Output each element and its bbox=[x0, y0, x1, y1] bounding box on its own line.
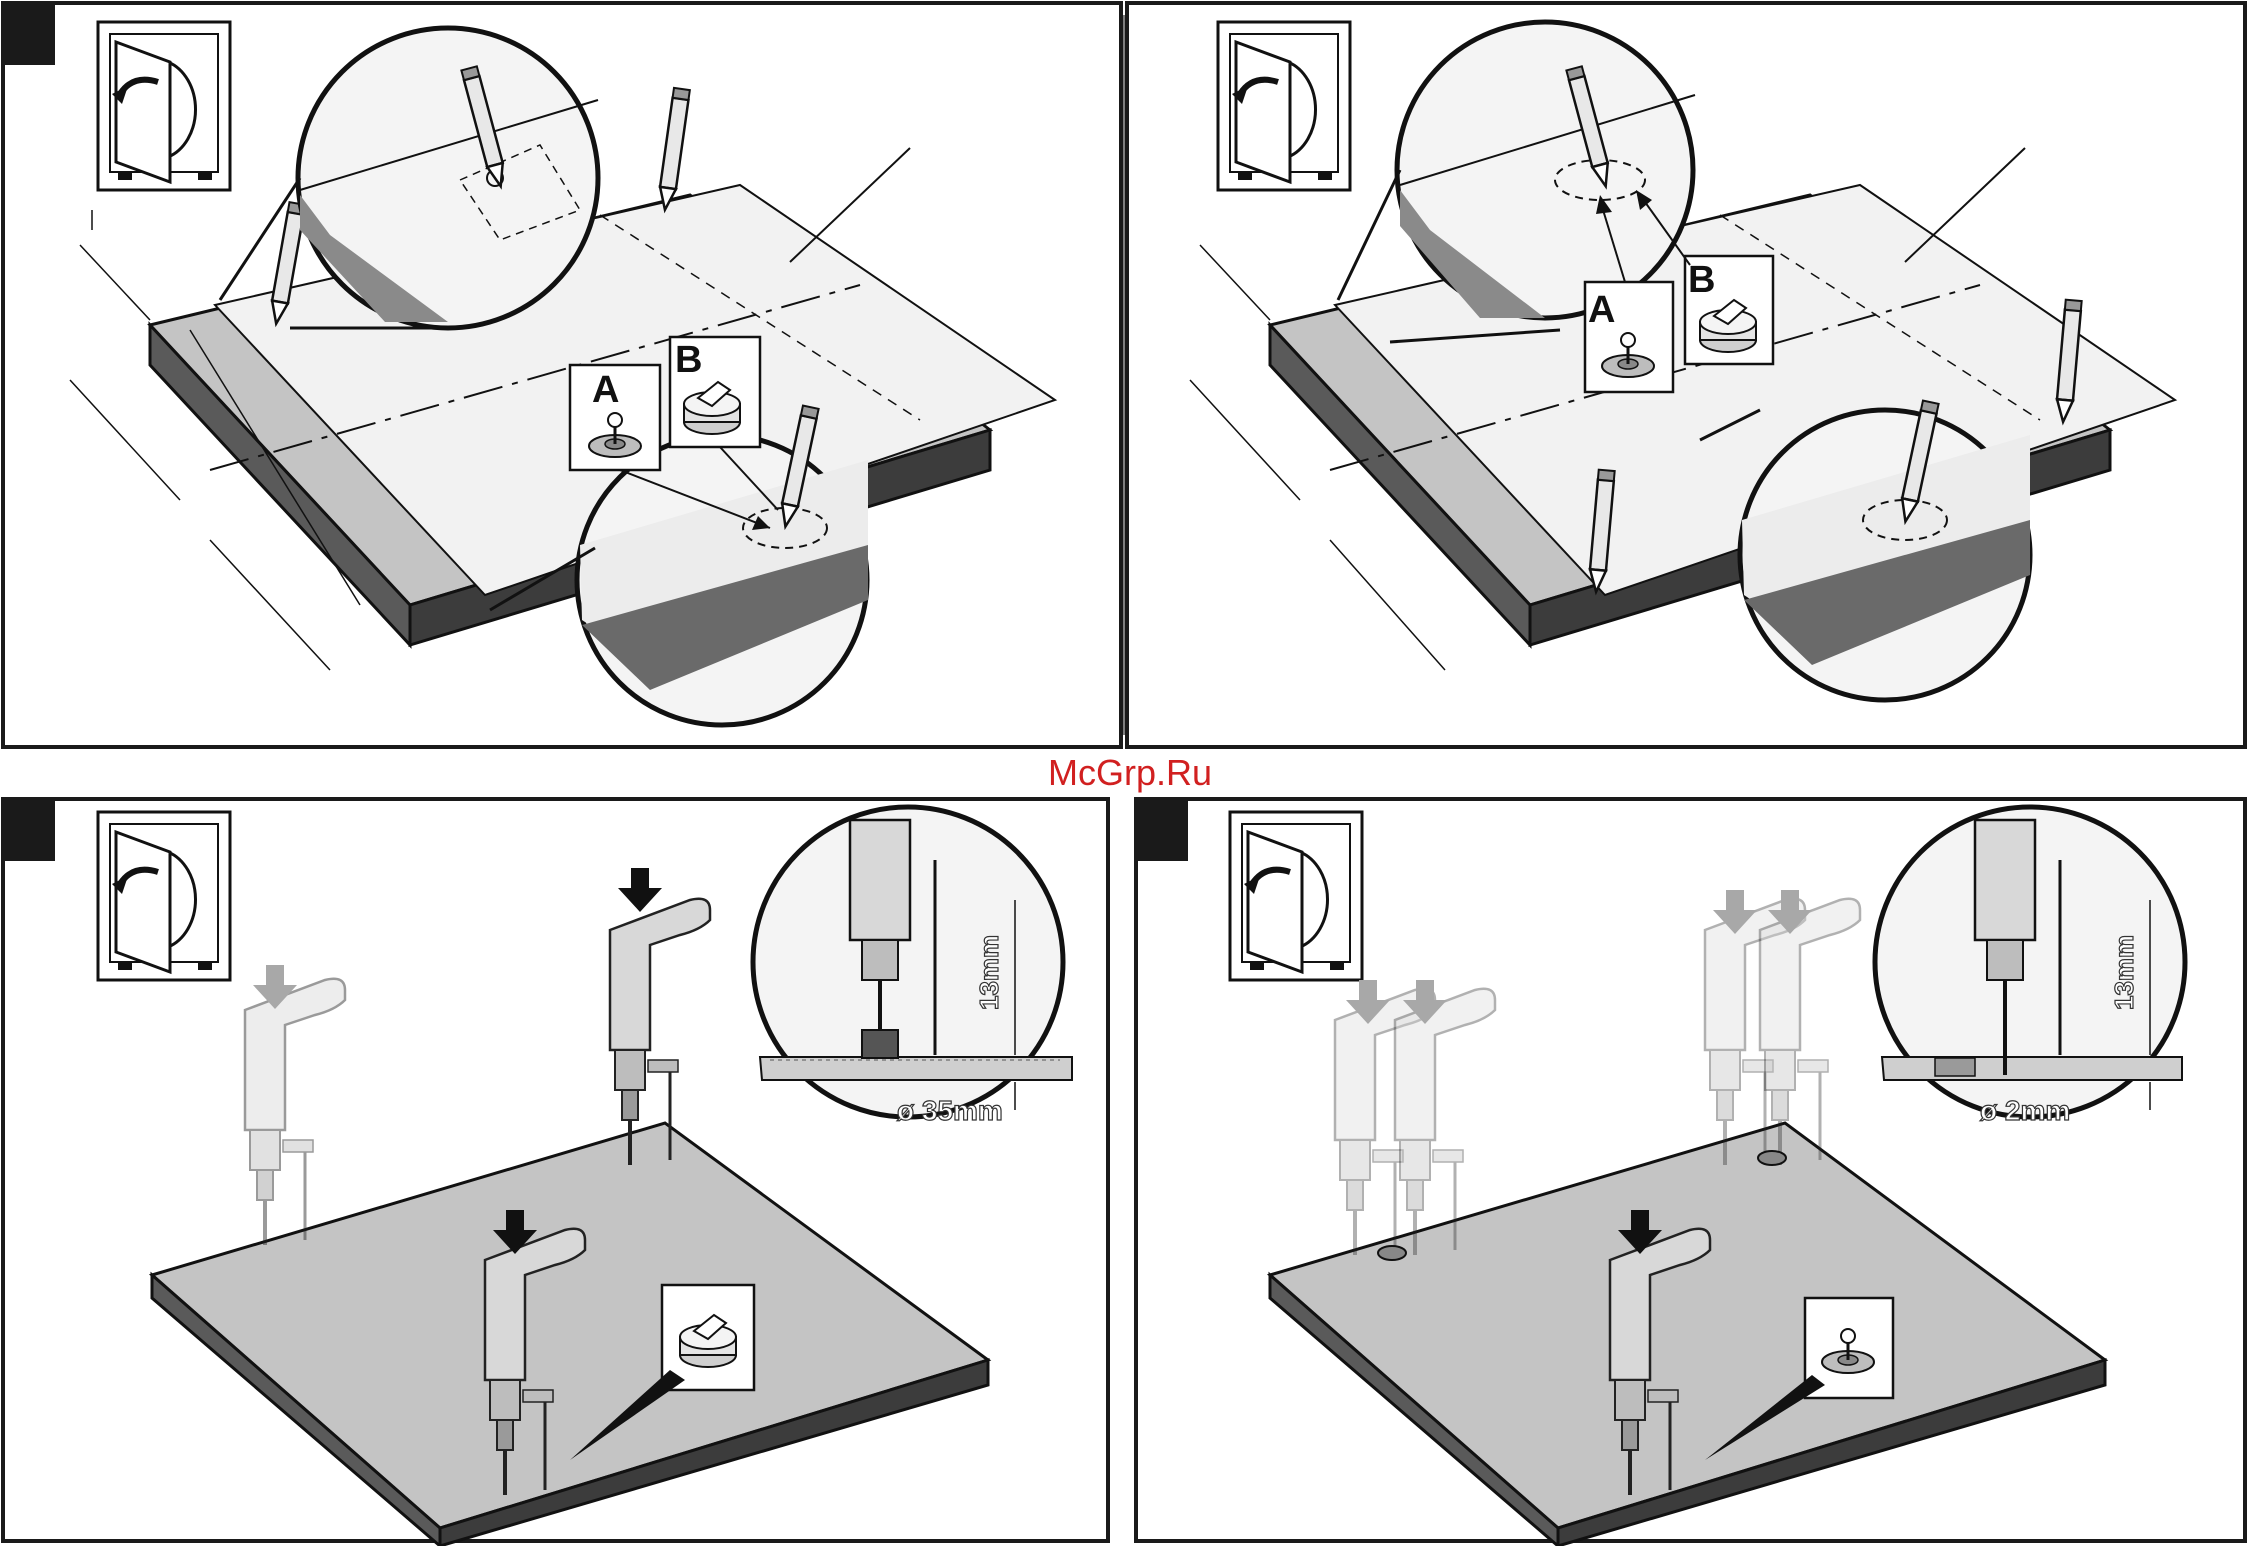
callout-a-label: A bbox=[1588, 289, 1615, 331]
diameter-35mm-label: ø 35mm bbox=[897, 1095, 1003, 1126]
panel-4-drill-2mm: ø 2mm 13mm bbox=[1136, 799, 2245, 1546]
depth-13mm-label: 13mm bbox=[974, 935, 1004, 1010]
depth-13mm-label: 13mm bbox=[2109, 935, 2139, 1010]
door-open-icon bbox=[98, 22, 230, 190]
panel-1-step-tab bbox=[3, 3, 55, 65]
door-open-icon bbox=[1230, 812, 1362, 980]
panel-3-drill-35mm: ø 35mm 13mm bbox=[3, 799, 1108, 1546]
door-open-icon bbox=[1218, 22, 1350, 190]
callout-a-label: A bbox=[592, 369, 619, 411]
callout-b-label: B bbox=[675, 339, 702, 381]
diameter-2mm-label: ø 2mm bbox=[1980, 1095, 2070, 1126]
door-open-icon bbox=[98, 812, 230, 980]
panel-1-template-marking: A B bbox=[3, 3, 1121, 747]
panel-2-template-marking: A B bbox=[1127, 3, 2245, 747]
panel-3-step-tab bbox=[3, 799, 55, 861]
watermark-text: McGrp.Ru bbox=[1030, 752, 1230, 794]
callout-b-label: B bbox=[1688, 259, 1715, 301]
panel-4-step-tab bbox=[1136, 799, 1188, 861]
